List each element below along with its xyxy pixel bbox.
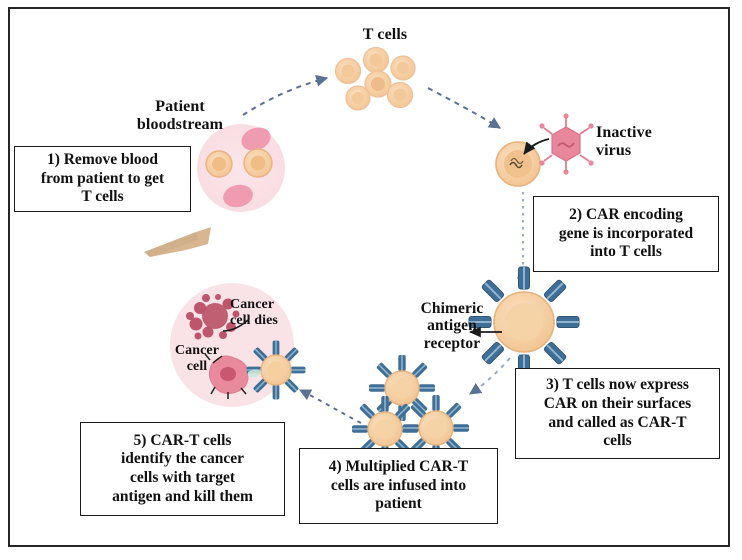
step-box-3: 3) T cells now express CAR on their surf… <box>515 368 720 459</box>
label-cancer-cell: Cancer cell <box>174 343 220 374</box>
step-box-1: 1) Remove blood from patient to get T ce… <box>14 146 191 212</box>
step-box-2: 2) CAR encoding gene is incorporated int… <box>533 196 719 272</box>
step-box-4: 4) Multiplied CAR-T cells are infused in… <box>299 448 498 524</box>
label-t-cells: T cells <box>362 26 408 43</box>
label-inactive-virus: Inactive virus <box>596 124 652 159</box>
label-patient-bloodstream: Patient bloodstream <box>136 98 224 133</box>
label-cancer-cell-dies: Cancer cell dies <box>230 297 278 328</box>
step-box-5: 5) CAR-T cells identify the cancer cells… <box>80 422 285 516</box>
label-chimeric-antigen-receptor: Chimeric antigen receptor <box>420 300 484 352</box>
